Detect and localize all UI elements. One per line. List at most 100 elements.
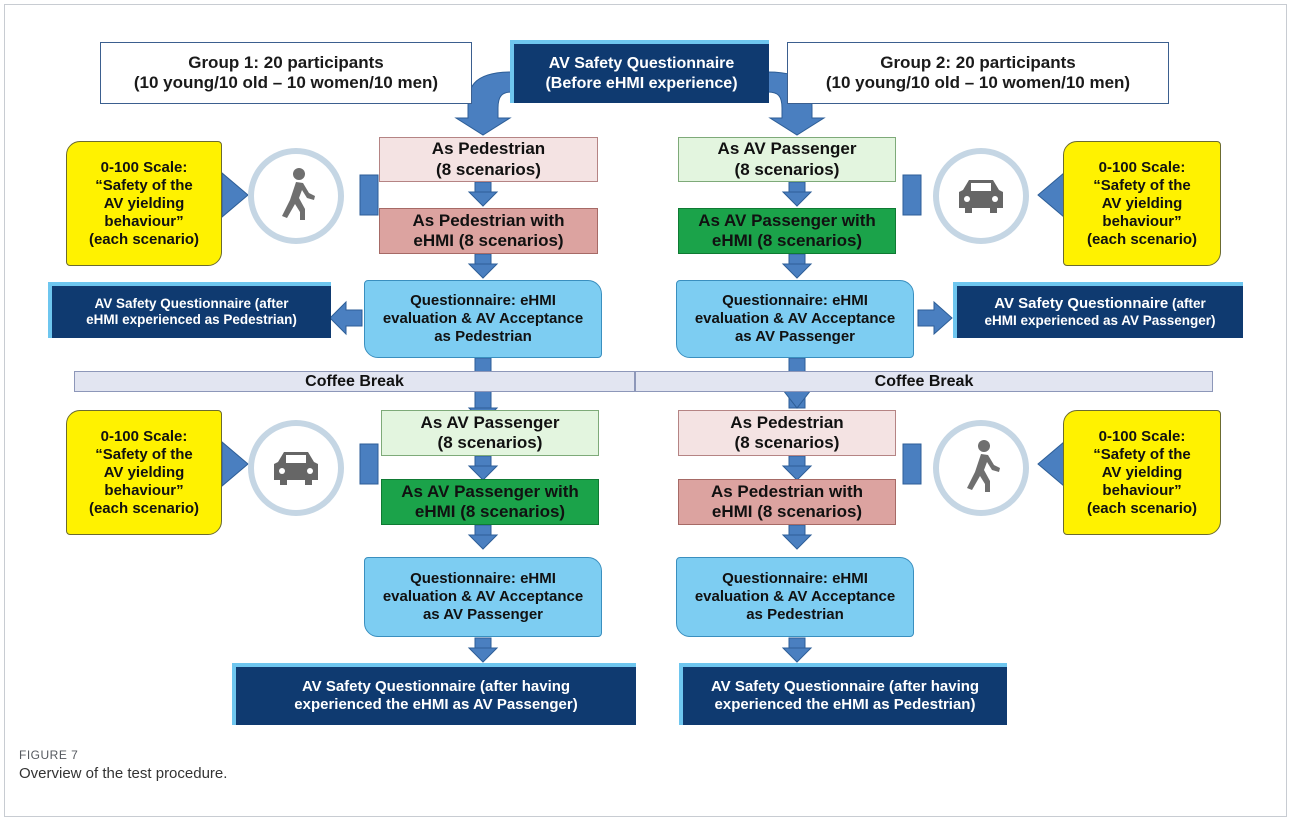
scale-ll-line1: 0-100 Scale: [100,427,188,445]
figure-frame [4,4,1287,817]
pedestrian-icon [967,440,1000,492]
scale-ul-line4: behaviour” [104,212,184,230]
right-phase1-line1: As AV Passenger [717,139,857,159]
right-questionnaire2: Questionnaire: eHMI evaluation & AV Acce… [676,557,914,637]
left-q2-line3: as AV Passenger [422,606,544,623]
group2-box: Group 2: 20 participants (10 young/10 ol… [787,42,1169,104]
scale-ur-line5: (each scenario) [1086,230,1198,248]
left-safety2-line1: AV Safety Questionnaire (after having [301,678,571,695]
left-phase1-line1: As Pedestrian [431,139,546,159]
scale-lr-line3: AV yielding [1101,463,1183,481]
right-phase2-ehmi-line1: As Pedestrian with [710,481,864,501]
right-safety1-line2: eHMI experienced as AV Passenger) [984,312,1216,328]
left-safety-questionnaire2: AV Safety Questionnaire (after having ex… [232,663,636,725]
pedestrian-circle-upper [248,148,344,244]
right-q1-line1: Questionnaire: eHMI [722,292,868,309]
figure-caption: Overview of the test procedure. [19,765,228,782]
car-circle-lower [248,420,344,516]
left-phase2-ehmi-line1: As AV Passenger with [401,481,579,501]
arrow-left-to-safety [329,300,363,336]
left-safety1-line1: AV Safety Questionnaire (after [94,295,289,311]
scale-scroll-lower-right: 0-100 Scale: “Safety of the AV yielding … [1063,410,1221,535]
left-safety1-line2: eHMI experienced as Pedestrian) [86,312,297,327]
group1-line2: (10 young/10 old – 10 women/10 men) [133,73,439,92]
left-safety-questionnaire1: AV Safety Questionnaire (after eHMI expe… [48,282,331,338]
scale-ll-line3: AV yielding [103,463,185,481]
scale-ur-line1: 0-100 Scale: [1098,158,1186,176]
scale-ul-line1: 0-100 Scale: [100,158,188,176]
right-phase2-ehmi-line2: eHMI (8 scenarios) [711,502,863,521]
right-questionnaire1: Questionnaire: eHMI evaluation & AV Acce… [676,280,914,358]
right-phase2-ehmi: As Pedestrian with eHMI (8 scenarios) [678,479,896,525]
left-phase2-line1: As AV Passenger [420,412,560,432]
top-questionnaire-line2: (Before eHMI experience) [545,74,738,92]
pedestrian-circle-lower [933,420,1029,516]
scale-lr-line1: 0-100 Scale: [1098,427,1186,445]
right-phase1-ehmi-line2: eHMI (8 scenarios) [711,231,863,250]
top-safety-questionnaire: AV Safety Questionnaire (Before eHMI exp… [510,40,769,103]
scale-pointer-upper-left [221,171,249,219]
right-q2-line2: evaluation & AV Acceptance [694,588,896,605]
right-phase2-line1: As Pedestrian [730,412,844,432]
right-safety-questionnaire2: AV Safety Questionnaire (after having ex… [679,663,1007,725]
left-phase2-line2: (8 scenarios) [437,433,543,452]
scale-ll-line5: (each scenario) [88,499,200,517]
pedestrian-icon [282,168,315,220]
right-safety-questionnaire1: AV Safety Questionnaire (after eHMI expe… [953,282,1243,338]
group2-line2: (10 young/10 old – 10 women/10 men) [825,73,1131,92]
left-phase2-ehmi: As AV Passenger with eHMI (8 scenarios) [381,479,599,525]
left-phase2: As AV Passenger (8 scenarios) [381,410,599,456]
coffee-break-left: Coffee Break [74,371,635,392]
coffee-break-right-label: Coffee Break [874,373,974,390]
right-safety1-line1-wrap: AV Safety Questionnaire (after [994,295,1205,313]
scale-scroll-lower-left: 0-100 Scale: “Safety of the AV yielding … [66,410,222,535]
left-phase1-ehmi-line2: eHMI (8 scenarios) [413,231,564,250]
scale-scroll-upper-left: 0-100 Scale: “Safety of the AV yielding … [66,141,222,266]
scale-ur-line4: behaviour” [1102,212,1182,230]
car-circle-upper [933,148,1029,244]
left-phase1-ehmi-line1: As Pedestrian with [412,210,565,230]
right-q2-line1: Questionnaire: eHMI [722,570,868,587]
group2-line1: Group 2: 20 participants [880,52,1076,72]
curve-arrow-left [454,71,513,136]
figure-label: FIGURE 7 [19,748,79,762]
scale-lr-line4: behaviour” [1102,481,1182,499]
scale-pointer-lower-right [1037,440,1065,488]
scale-pointer-lower-left [221,440,249,488]
left-safety2-line2: experienced the eHMI as AV Passenger) [294,696,578,713]
right-phase1: As AV Passenger (8 scenarios) [678,137,896,182]
left-phase1-line2: (8 scenarios) [436,159,541,179]
scale-ur-line3: AV yielding [1101,194,1183,212]
left-questionnaire2: Questionnaire: eHMI evaluation & AV Acce… [364,557,602,637]
car-icon [959,180,1003,213]
scale-ul-line3: AV yielding [103,194,185,212]
scale-pointer-upper-right [1037,171,1065,219]
scale-ul-line5: (each scenario) [88,230,200,248]
right-phase1-ehmi: As AV Passenger with eHMI (8 scenarios) [678,208,896,254]
right-q1-line3: as AV Passenger [734,328,856,345]
arrow-right-to-safety [917,300,953,336]
left-q1-line3: as Pedestrian [434,328,532,345]
scale-ur-line2: “Safety of the [1093,176,1191,194]
car-icon [274,452,318,485]
scale-ll-line4: behaviour” [104,481,184,499]
left-phase2-ehmi-line2: eHMI (8 scenarios) [414,502,566,521]
right-phase1-line2: (8 scenarios) [734,159,840,179]
scale-ll-line2: “Safety of the [95,445,193,463]
left-q1-line2: evaluation & AV Acceptance [382,310,584,327]
left-q2-line2: evaluation & AV Acceptance [382,588,584,605]
right-phase2: As Pedestrian (8 scenarios) [678,410,896,456]
right-phase1-ehmi-line1: As AV Passenger with [698,210,876,230]
coffee-break-right: Coffee Break [635,371,1213,392]
right-q2-line3: as Pedestrian [746,606,844,623]
scale-lr-line2: “Safety of the [1093,445,1191,463]
left-q2-line1: Questionnaire: eHMI [410,570,556,587]
scale-scroll-upper-right: 0-100 Scale: “Safety of the AV yielding … [1063,141,1221,266]
top-questionnaire-line1: AV Safety Questionnaire [548,55,735,73]
right-safety2-line2: experienced the eHMI as Pedestrian) [714,696,976,713]
right-q1-line2: evaluation & AV Acceptance [694,310,896,327]
right-safety1-line1: AV Safety Questionnaire [994,294,1169,312]
right-phase2-line2: (8 scenarios) [734,433,840,452]
left-q1-line1: Questionnaire: eHMI [410,292,556,309]
left-phase1-ehmi: As Pedestrian with eHMI (8 scenarios) [379,208,598,254]
